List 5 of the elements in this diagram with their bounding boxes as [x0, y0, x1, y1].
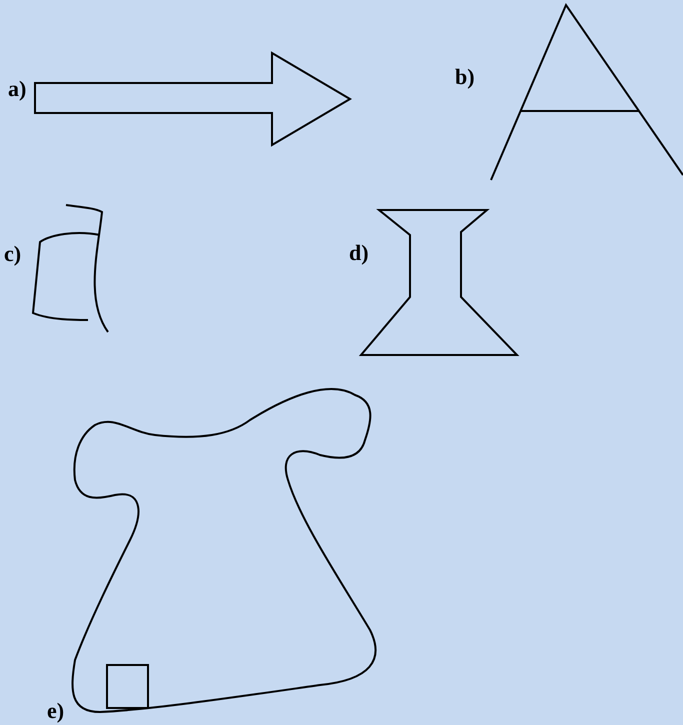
part-label: e) [47, 700, 64, 722]
part-label: d) [349, 242, 369, 264]
part-label: a) [8, 78, 26, 100]
part-label: b) [455, 66, 475, 88]
part-label: c) [4, 243, 22, 265]
